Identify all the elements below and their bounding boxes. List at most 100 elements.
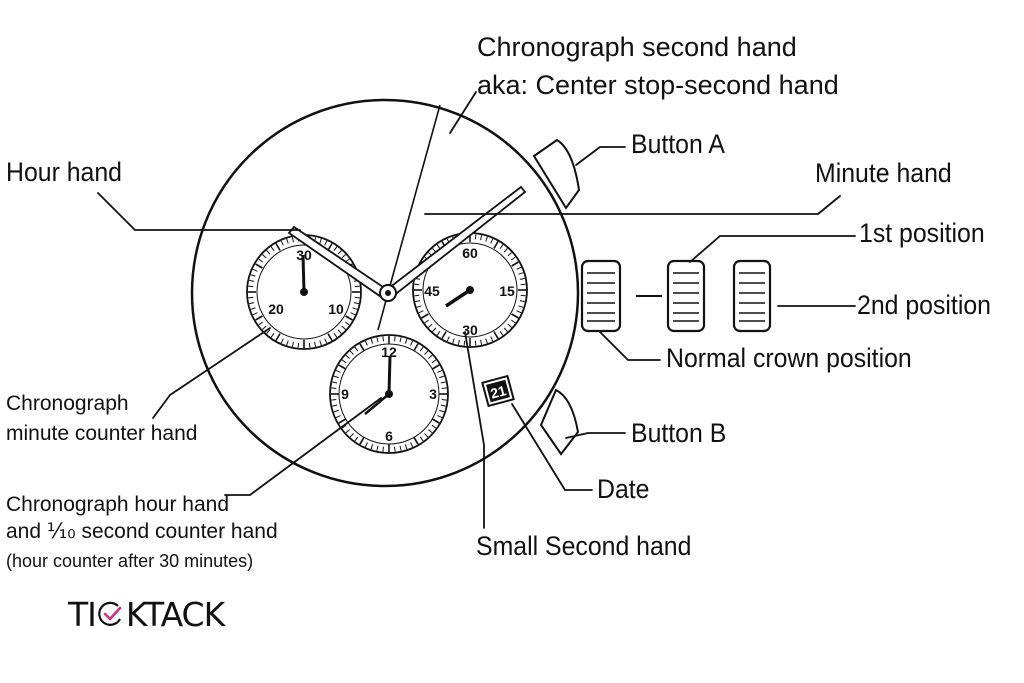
subdial-tick xyxy=(519,277,525,280)
subdial-tick xyxy=(431,364,440,370)
subdial-tick xyxy=(436,331,441,336)
leader-button-a xyxy=(575,146,626,166)
subdial-tick xyxy=(354,436,359,442)
subdial-tick xyxy=(364,340,368,346)
subdial-tick xyxy=(424,350,429,355)
subdial-tick xyxy=(270,246,275,251)
subdial-tick xyxy=(399,337,402,343)
subdial-tick xyxy=(332,381,338,384)
subdial-tick xyxy=(516,310,522,314)
label-first-position: 1st position xyxy=(859,218,985,248)
subdial-tick xyxy=(354,285,360,288)
ticktack-logo: TI KTACK xyxy=(68,595,225,634)
subdial-tick xyxy=(353,302,359,305)
chrono-second-hand xyxy=(387,104,441,294)
subdial-tick xyxy=(335,415,341,419)
subdial-tick xyxy=(520,294,526,297)
label-chrono-minute-counter-1: Chronograph xyxy=(6,392,129,415)
subdial-tick xyxy=(349,350,354,355)
subdial-tick xyxy=(319,340,322,346)
subdial-tick xyxy=(485,236,488,242)
subdial-tick xyxy=(248,285,254,288)
subdial-tick xyxy=(314,341,317,347)
subdial-tick xyxy=(441,399,447,401)
right-subdial-30: 30 xyxy=(462,322,478,338)
subdial-tick xyxy=(399,445,402,451)
subdial-tick xyxy=(474,340,477,346)
leader-normal-crown xyxy=(599,331,661,361)
chrono-hour-counter-hand xyxy=(387,355,392,395)
subdial-tick xyxy=(286,340,289,346)
subdial-tick xyxy=(255,263,263,269)
left-subdial-20: 20 xyxy=(268,301,284,317)
subdial-tick xyxy=(262,325,267,330)
bottom-subdial-9: 9 xyxy=(341,386,349,402)
label-chrono-hour-3: (hour counter after 30 minutes) xyxy=(6,551,254,571)
subdial-tick xyxy=(291,341,294,347)
subdial-tick xyxy=(436,244,441,249)
subdial-tick xyxy=(499,331,504,336)
subdial-tick xyxy=(410,340,414,346)
subdial-tick xyxy=(286,238,289,244)
subdial-tick xyxy=(341,424,347,429)
label-chrono-hour-1: Chronograph hour hand xyxy=(6,493,230,516)
subdial-tick xyxy=(493,331,499,339)
subdial-tick xyxy=(511,319,516,324)
subdial-tick xyxy=(439,409,445,413)
subdial-tick xyxy=(345,429,350,434)
subdial-tick xyxy=(507,323,512,328)
subdial-tick xyxy=(503,248,508,253)
subdial-tick xyxy=(350,312,356,316)
subdial-tick xyxy=(413,343,419,352)
date-window: 21 xyxy=(481,374,515,408)
label-date: Date xyxy=(597,474,650,504)
subdial-tick xyxy=(437,415,443,419)
leader-minute-hand xyxy=(424,195,841,215)
crown-first-position xyxy=(666,259,706,333)
crown-second-position xyxy=(732,259,772,333)
subdial-tick xyxy=(337,250,342,255)
subdial-tick xyxy=(333,375,339,379)
subdial-tick xyxy=(414,294,420,297)
subdial-tick xyxy=(474,234,477,240)
subdial-tick xyxy=(324,240,328,246)
subdial-tick xyxy=(250,274,256,277)
right-subdial-15: 15 xyxy=(499,283,515,299)
subdial-tick xyxy=(431,424,437,429)
bottom-subdial-12: 12 xyxy=(381,344,397,360)
bottom-subdial: 12 9 3 6 xyxy=(329,334,449,454)
subdial-tick xyxy=(291,237,294,243)
subdial-tick xyxy=(440,404,446,407)
subdial-tick xyxy=(404,338,408,344)
subdial-tick xyxy=(331,387,337,389)
subdial-tick xyxy=(424,319,429,324)
subdial-tick xyxy=(439,375,445,379)
subdial-tick xyxy=(493,241,499,249)
leader-hour-hand xyxy=(97,192,301,231)
subdial-tick xyxy=(370,338,374,344)
bottom-subdial-3: 3 xyxy=(429,386,437,402)
subdial-tick xyxy=(280,338,284,344)
right-subdial-60: 60 xyxy=(462,245,478,261)
subdial-tick xyxy=(341,325,346,330)
subdial-tick xyxy=(349,433,354,438)
button-a-pusher xyxy=(532,138,581,210)
subdial-tick xyxy=(518,272,524,275)
subdial-tick xyxy=(437,369,443,373)
subdial-tick xyxy=(382,446,384,452)
subdial-tick xyxy=(345,354,350,359)
subdial-tick xyxy=(414,283,420,286)
subdial-tick xyxy=(331,399,337,401)
subdial-tick xyxy=(280,240,284,246)
left-subdial-10: 10 xyxy=(328,301,344,317)
subdial-tick xyxy=(431,359,437,364)
subdial-tick xyxy=(250,307,256,310)
subdial-tick xyxy=(499,244,504,249)
subdial-tick xyxy=(333,333,338,338)
subdial-tick xyxy=(382,336,384,342)
subdial-tick xyxy=(424,433,429,438)
subdial-tick xyxy=(266,250,271,255)
subdial-tick xyxy=(335,369,341,373)
chrono-minute-counter-hand xyxy=(301,254,306,293)
